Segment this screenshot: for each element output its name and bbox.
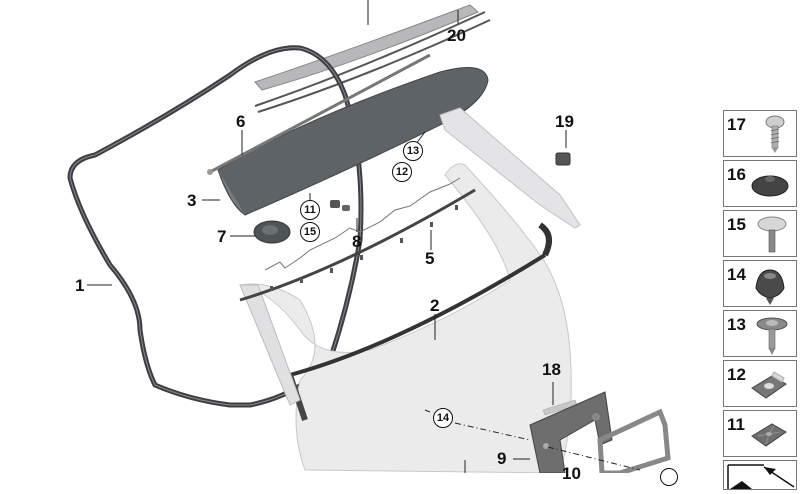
circled-ref-partial [660,468,678,486]
callout-10[interactable]: 10 [562,464,581,483]
wiring-harness [264,177,461,271]
legend-number: 15 [727,215,746,234]
circled-ref-11[interactable]: 11 [300,200,320,220]
callout-1[interactable]: 1 [75,276,85,295]
circled-ref-13[interactable]: 13 [403,141,423,161]
clip-19 [555,152,571,166]
legend-number: 12 [727,365,746,384]
dome-cap-icon [751,175,789,197]
grommet-icon [755,269,785,305]
legend-number: 17 [727,115,746,134]
parts-diagram [67,0,671,473]
callout-20[interactable]: 20 [447,26,466,45]
spring-nut-icon [751,371,787,399]
circled-ref-12[interactable]: 12 [392,162,412,182]
rear-spoiler [217,67,489,216]
callout-8[interactable]: 8 [352,232,362,251]
callout-5[interactable]: 5 [425,249,435,268]
legend-item-15[interactable]: 15 [723,210,797,257]
legend-item-13[interactable]: 13 [723,310,797,357]
connector-8 [330,200,350,211]
legend-item-16[interactable]: 16 [723,160,797,207]
legend-item-17[interactable]: 17 [723,110,797,157]
legend-number: 16 [727,165,746,184]
clip-nut-icon [751,423,787,447]
callout-18[interactable]: 18 [542,360,561,379]
callout-19[interactable]: 19 [555,112,574,131]
circled-ref-14[interactable]: 14 [433,408,453,428]
screw-icon [765,115,785,153]
legend-number: 13 [727,315,746,334]
legend-number: 14 [727,265,746,284]
legend-item-12[interactable]: 12 [723,360,797,407]
legend-item-11[interactable]: 11 [723,410,797,457]
collar-screw-icon [756,317,788,355]
fastener-legend: 17 16 15 14 13 [723,110,797,490]
callout-3[interactable]: 3 [187,191,197,210]
callout-2[interactable]: 2 [430,296,440,315]
callout-7[interactable]: 7 [217,227,227,246]
gas-strut-rod [207,53,431,175]
legend-number: 11 [727,415,745,434]
trim-strip-clips [239,188,476,302]
legend-item-14[interactable]: 14 [723,260,797,307]
callout-9[interactable]: 9 [497,449,507,468]
circled-ref-15[interactable]: 15 [300,222,320,242]
arrow-up-left-icon [727,464,795,489]
expanding-rivet-icon [757,216,787,253]
tailgate-panel [239,163,572,473]
legend-nav-button[interactable] [723,460,797,490]
hinge-reinforcement [439,107,581,229]
plate-frame-10 [597,408,671,473]
callout-6[interactable]: 6 [236,112,246,131]
